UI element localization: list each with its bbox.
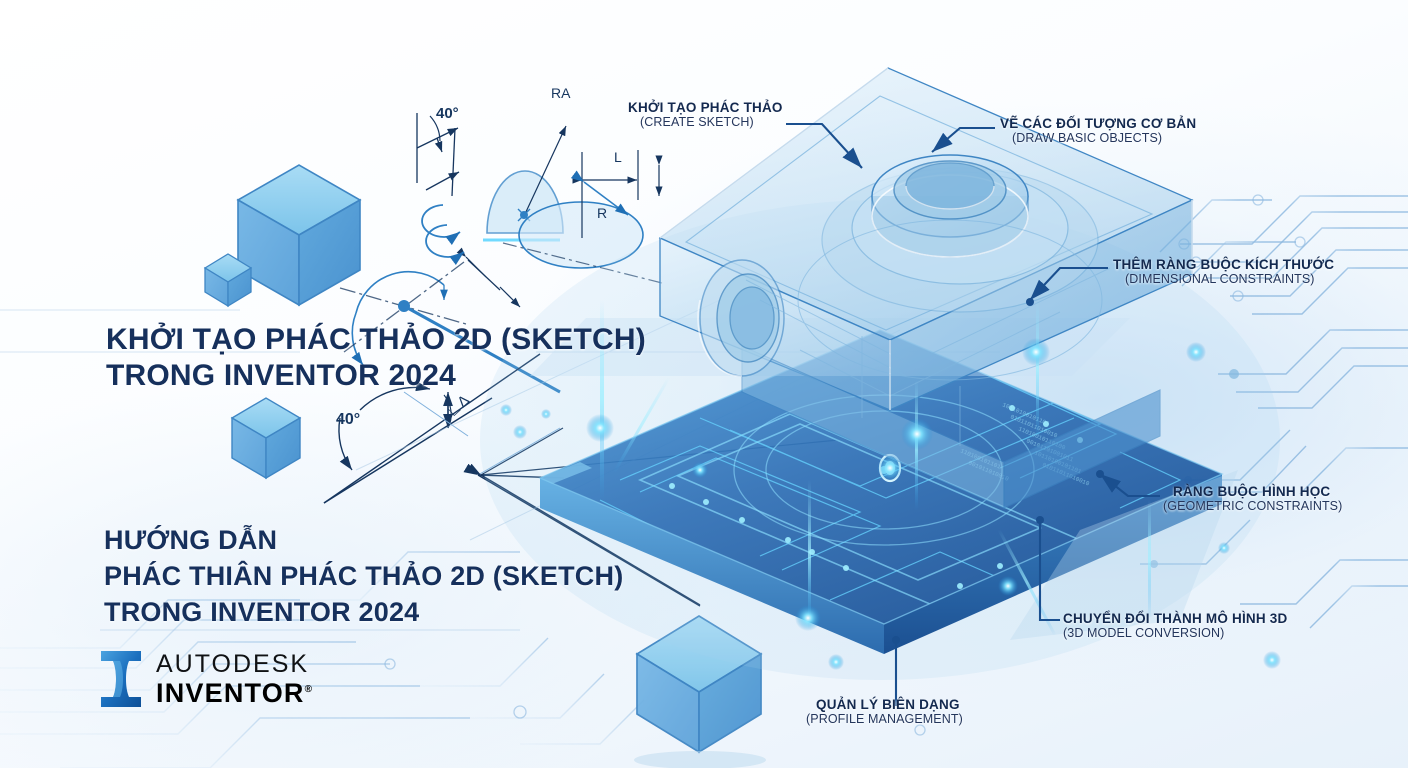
angle-annotation-top bbox=[416, 113, 460, 197]
angle-annotation-bottom bbox=[323, 353, 541, 504]
energy-beams bbox=[600, 300, 1151, 637]
title-secondary-line3: TRONG INVENTOR 2024 bbox=[104, 597, 420, 627]
callout-3d-model-conversion-vn: CHUYỂN ĐỔI THÀNH MÔ HÌNH 3D bbox=[1063, 611, 1288, 626]
title-secondary-line1: HƯỚNG DẪN bbox=[104, 525, 278, 555]
callout-profile-management-vn: QUẢN LÝ BIÊN DẠNG bbox=[816, 697, 960, 712]
registered-mark: ® bbox=[304, 683, 314, 695]
leader-3d-model-conversion bbox=[1038, 520, 1060, 622]
dimension-lines-top bbox=[456, 150, 663, 308]
length-label-l-top: L bbox=[614, 149, 622, 165]
angle-label-top: 40° bbox=[436, 105, 459, 122]
dimension-length-bottom-frame bbox=[466, 463, 701, 606]
leader-draw-basic-objects bbox=[931, 126, 995, 153]
leader-geometric-constraints bbox=[1099, 473, 1160, 498]
callout-3d-model-conversion: CHUYỂN ĐỔI THÀNH MÔ HÌNH 3D (3D MODEL CO… bbox=[1063, 611, 1287, 640]
rotation-arrow-icon bbox=[421, 204, 465, 266]
title-secondary-line2: PHÁC THIÂN PHÁC THẢO 2D (SKETCH) bbox=[104, 561, 624, 591]
radius-label-ra: RA bbox=[551, 85, 571, 101]
angle-label-bottom: 40° bbox=[336, 411, 360, 428]
isometric-cube-large bbox=[236, 164, 362, 307]
page-title-secondary: HƯỚNG DẪN PHÁC THIÂN PHÁC THẢO 2D (SKETC… bbox=[104, 522, 623, 630]
title-primary-line2: TRONG INVENTOR 2024 bbox=[106, 359, 457, 392]
radius-label-r: R bbox=[597, 205, 607, 221]
callout-3d-model-conversion-en: (3D MODEL CONVERSION) bbox=[1063, 626, 1225, 640]
logo-wordmark: AUTODESK INVENTOR® bbox=[156, 649, 314, 708]
page-title-primary: KHỞI TẠO PHÁC THẢO 2D (SKETCH) TRONG INV… bbox=[106, 322, 646, 394]
callout-create-sketch-en: (CREATE SKETCH) bbox=[640, 115, 754, 129]
logo-brand: AUTODESK bbox=[156, 649, 310, 678]
callout-draw-basic-objects-vn: VẼ CÁC ĐỐI TƯỢNG CƠ BẢN bbox=[1000, 116, 1197, 131]
callout-draw-basic-objects: VẼ CÁC ĐỐI TƯỢNG CƠ BẢN (DRAW BASIC OBJE… bbox=[1000, 116, 1196, 145]
isometric-transparent-pump-housing bbox=[658, 67, 1194, 509]
arc-center-annotation bbox=[339, 261, 561, 394]
title-primary-line1: KHỞI TẠO PHÁC THẢO 2D (SKETCH) bbox=[106, 323, 646, 356]
isometric-cube-mid bbox=[230, 397, 302, 480]
leader-dimensional-constraints bbox=[1029, 266, 1108, 301]
callout-profile-management: QUẢN LÝ BIÊN DẠNG (PROFILE MANAGEMENT) bbox=[806, 697, 963, 726]
leader-create-sketch bbox=[786, 122, 863, 169]
callout-dimensional-constraints-en: (DIMENSIONAL CONSTRAINTS) bbox=[1125, 272, 1315, 286]
callout-create-sketch-vn: KHỞI TẠO PHÁC THẢO bbox=[628, 100, 783, 115]
callout-geometric-constraints-vn: RÀNG BUỘC HÌNH HỌC bbox=[1173, 484, 1331, 499]
callout-geometric-constraints: RÀNG BUỘC HÌNH HỌC (GEOMETRIC CONSTRAINT… bbox=[1163, 484, 1342, 513]
callout-profile-management-en: (PROFILE MANAGEMENT) bbox=[806, 712, 963, 726]
translucent-sheet-lower bbox=[1010, 470, 1238, 640]
logo-product: INVENTOR® bbox=[156, 677, 314, 708]
autodesk-inventor-logo: AUTODESK INVENTOR® bbox=[98, 648, 313, 710]
callout-geometric-constraints-en: (GEOMETRIC CONSTRAINTS) bbox=[1163, 499, 1343, 513]
callout-draw-basic-objects-en: (DRAW BASIC OBJECTS) bbox=[1012, 131, 1163, 145]
glow-hotspots bbox=[500, 338, 1281, 670]
isometric-cube-small bbox=[203, 253, 253, 308]
isometric-cube-bottom bbox=[634, 615, 766, 768]
callout-dimensional-constraints-vn: THÊM RÀNG BUỘC KÍCH THƯỚC bbox=[1113, 257, 1335, 272]
callout-dimensional-constraints: THÊM RÀNG BUỘC KÍCH THƯỚC (DIMENSIONAL C… bbox=[1113, 257, 1334, 286]
callout-create-sketch: KHỞI TẠO PHÁC THẢO (CREATE SKETCH) bbox=[628, 100, 783, 129]
autodesk-inventor-i-beam-icon bbox=[98, 648, 144, 710]
cylindrical-boss-top bbox=[821, 154, 1099, 313]
